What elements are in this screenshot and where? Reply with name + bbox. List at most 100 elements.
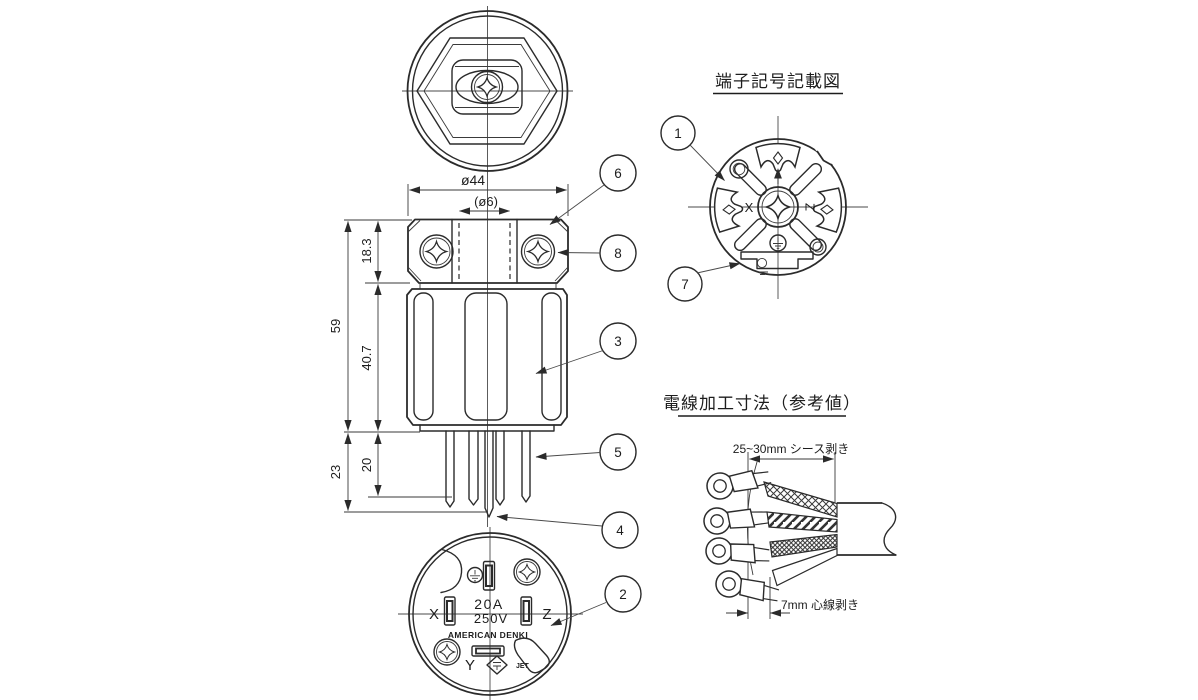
- brand-text: AMERICAN DENKI: [448, 630, 528, 640]
- blade-4: [521, 430, 531, 503]
- cord-clamp-cam: [455, 69, 519, 105]
- callouts: 1 7 6 8 3 5 4: [496, 115, 741, 626]
- front-view: ø44 (ø6) 18.3 59 40.7 20 23: [328, 172, 569, 527]
- cap-screw-right: [520, 234, 556, 269]
- blades: [445, 430, 531, 518]
- cap-screw-left: [419, 234, 454, 269]
- svg-text:4: 4: [616, 523, 624, 538]
- cap-chamfer-lines: [407, 220, 569, 282]
- rating-volts: 250V: [474, 611, 508, 626]
- face-screw-bottom-left: [433, 638, 461, 666]
- terminal-mark-x: X: [745, 200, 754, 215]
- callout-6: 6: [549, 154, 637, 225]
- phillips-icon: [477, 77, 497, 97]
- callout-1: 1: [660, 115, 725, 181]
- body-outline: [406, 288, 568, 426]
- dim-overall-diameter: ø44: [407, 172, 569, 216]
- ring-terminal-1: [704, 463, 774, 502]
- dim-total-height: 59: [328, 319, 343, 333]
- blade-top-arrow-icon: [774, 168, 782, 184]
- rating-amps: 20A: [474, 596, 503, 612]
- blade-3: [495, 430, 505, 506]
- face-inner-circle: [412, 536, 568, 692]
- blade-top: [755, 142, 801, 173]
- center-pin: [484, 430, 494, 518]
- bottom-view: X Z 20A 250V AMERICAN DENKI Y JET: [398, 527, 583, 700]
- svg-text:2: 2: [619, 587, 627, 602]
- cap-body-joint: [419, 283, 557, 289]
- svg-text:6: 6: [614, 166, 622, 181]
- face-notch-top-left: [440, 548, 463, 594]
- dim-overall-diameter-label: ø44: [461, 172, 485, 188]
- body-groove-right: [541, 292, 562, 421]
- bottom-view-centerlines: [398, 527, 583, 700]
- callout-8: 8: [557, 234, 637, 272]
- body-base: [419, 424, 555, 432]
- cord-clamp-edges: [455, 66, 519, 108]
- callout-4: 4: [496, 511, 639, 549]
- ring-terminal-2: [702, 503, 770, 536]
- cross-ribs: [733, 162, 823, 252]
- terminal-ground-clip: [740, 251, 814, 275]
- left-dimensions: 18.3 59 40.7 20 23: [328, 219, 488, 513]
- jet-cert-mark: JET: [486, 655, 530, 675]
- face-hole-top-left-inner: [732, 162, 746, 176]
- jet-label: JET: [516, 663, 530, 670]
- rim-notch-edges: [816, 150, 833, 167]
- wire-band-4: [771, 547, 838, 587]
- terminal-label-z: Z: [542, 606, 551, 623]
- terminal-center-screw: [757, 186, 799, 228]
- svg-text:7: 7: [681, 277, 689, 292]
- terminal-symbol-diagram: 端子記号記載図: [688, 72, 868, 299]
- cable-sheath: [837, 502, 897, 556]
- cord-clamp-outline: [451, 59, 523, 115]
- ground-slot: [482, 560, 496, 591]
- callout-3: 3: [535, 322, 637, 374]
- ring-terminal-3: [704, 536, 772, 570]
- callout-5: 5: [535, 433, 637, 471]
- cord-hole-hidden-lines: [458, 223, 511, 283]
- ground-symbol-icon: [466, 566, 484, 584]
- terminal-mark-z: Z: [803, 203, 818, 211]
- terminal-ground-screw: [769, 234, 787, 252]
- terminal-diagram-title: 端子記号記載図: [715, 72, 841, 91]
- blade-2: [468, 430, 479, 506]
- dim-cap-height: 18.3: [359, 238, 374, 263]
- dim-cord-hole-label: (ø6): [474, 194, 498, 209]
- svg-text:5: 5: [614, 445, 622, 460]
- wire-prep-title: 電線加工寸法（参考値）: [663, 394, 861, 413]
- blade-left: [712, 186, 745, 234]
- slot-y: [471, 645, 505, 657]
- top-view-outer-circle: [406, 10, 569, 172]
- cap-outline: [407, 218, 569, 284]
- top-view-inner-circle: [411, 15, 564, 167]
- body-groove-left: [413, 292, 434, 421]
- dim-blade-length: 20: [359, 458, 374, 472]
- core-strip-label: 7mm 心線剥き: [781, 597, 859, 612]
- face-hook-bottom-right: [513, 637, 550, 674]
- terminal-face-circle: [709, 138, 847, 276]
- terminal-label-x: X: [429, 606, 439, 623]
- top-view-octagon-outer: [416, 37, 558, 145]
- face-hole-bottom-right-inner: [812, 241, 824, 253]
- ring-terminal-4: [712, 567, 783, 609]
- dim-core-strip: 7mm 心線剥き: [726, 577, 859, 619]
- callout-2: 2: [550, 575, 642, 626]
- wire-band-1: [763, 481, 838, 518]
- face-outer-circle: [408, 532, 572, 696]
- top-view-octagon-inner: [423, 44, 551, 138]
- terminal-label-y: Y: [465, 657, 475, 674]
- dim-cord-hole: (ø6): [459, 194, 510, 215]
- svg-text:8: 8: [614, 246, 622, 261]
- cap-center-section: [451, 218, 518, 284]
- wire-band-3: [769, 533, 838, 558]
- wire-prep-diagram: 電線加工寸法（参考値） 25~30mm シース剥き 7mm 心線剥き: [663, 394, 897, 619]
- face-hole-bottom-right: [809, 238, 827, 256]
- face-screw-top-right: [513, 558, 541, 586]
- rim-notch-mask: [814, 134, 842, 166]
- dim-body-height: 40.7: [359, 345, 374, 370]
- callout-7: 7: [667, 262, 741, 302]
- body-groove-center: [464, 292, 508, 421]
